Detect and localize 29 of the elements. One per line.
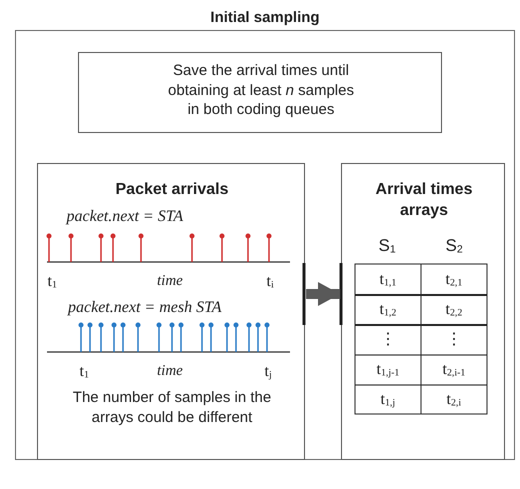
note-box [78,52,442,133]
table-cell-text: t$_{2,2}$ [446,302,462,318]
column-header: S$_{1}$ [378,237,396,256]
table-cell-text: t$_{1,2}$ [380,302,396,318]
panel-heading: Arrival times arrays [374,180,474,221]
column-header: S$_{2}$ [446,237,463,256]
arrow [306,282,340,306]
axis-label: time [157,274,183,289]
table-cell-text: t$_{1,j-1}$ [376,362,400,378]
arrays-panel [341,163,505,460]
table-cell-text: ⋮ [446,332,462,348]
table-cell-text: t$_{1,1}$ [380,272,396,288]
panel-note: The number of samples in the arrays could be different [72,388,272,427]
table-cell-text: t$_{2,i}$ [446,392,462,408]
panel-title: Initial sampling [209,8,321,28]
axis-label: t$_{1}$ [48,274,57,290]
plot-label: packet.next = mesh STA [68,300,222,316]
note-text: Save the arrival times until obtaining at least n samples in both coding queues [167,61,355,120]
axis-label: t$_{i}$ [266,274,274,290]
packet-panel [37,163,305,460]
table-cell-text: ⋮ [380,332,396,348]
axis-label: t$_{1}$ [80,364,89,380]
plot-label: packet.next = STA [66,209,184,225]
table-cell-text: t$_{2,i-1}$ [442,362,466,378]
table-cell-text: t$_{2,1}$ [446,272,462,288]
panel-heading: Packet arrivals [114,180,230,200]
table-cell-text: t$_{1,j}$ [380,392,396,408]
axis-label: t$_{j}$ [264,364,272,380]
axis-label: time [157,364,183,379]
